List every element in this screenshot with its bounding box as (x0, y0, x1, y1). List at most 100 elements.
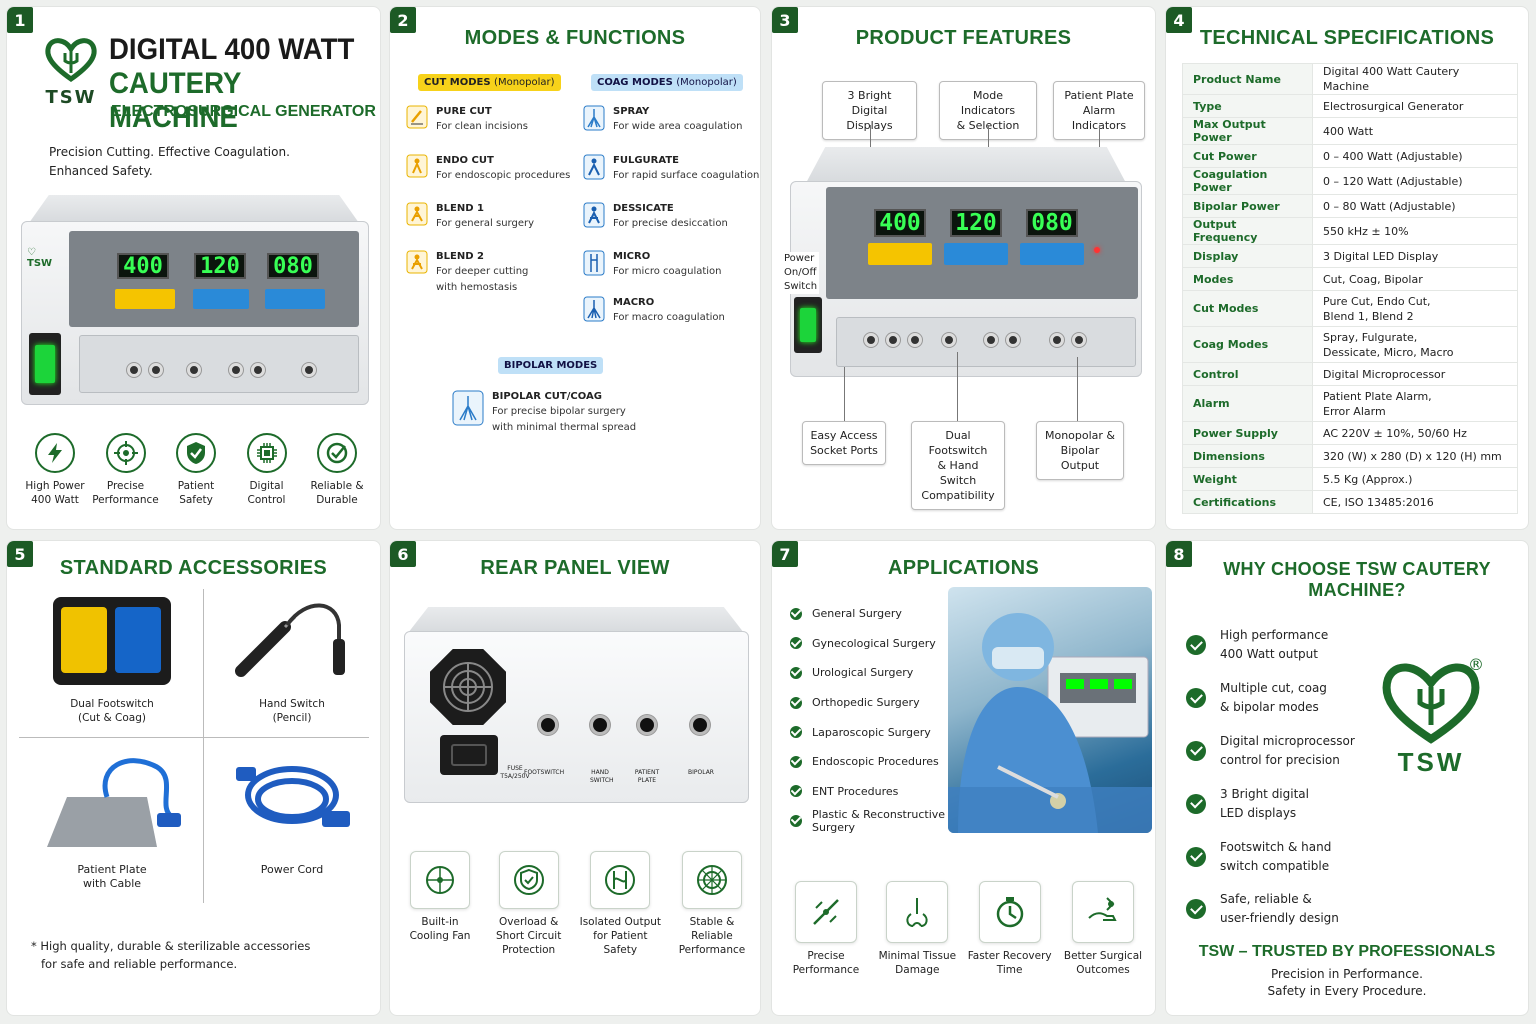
coag-mode-icon (583, 154, 605, 180)
tissue-icon (886, 881, 949, 943)
panel-product-overview: 1 TSW DIGITAL 400 WATT CAUTERY MACHINE E… (6, 6, 381, 530)
check-icon (790, 726, 802, 739)
device-logo-icon: ♡TSW (27, 247, 53, 269)
check-icon (1186, 846, 1206, 867)
power-cord-image (236, 766, 350, 827)
cut-display: 400 (117, 253, 169, 279)
spec-value: 400 Watt (1312, 117, 1518, 145)
logo-brand-text: TSW (1397, 747, 1465, 777)
spec-key: Max Output Power (1182, 117, 1313, 145)
footer-line-2: Safety in Every Procedure. (1267, 984, 1427, 998)
spec-key: Coagulation Power (1182, 167, 1313, 195)
panel-number: 5 (7, 541, 33, 567)
rear-footswitch-label: FOOTSWITCH (524, 769, 565, 776)
coag-mode-icon (583, 296, 605, 322)
spec-key: Control (1182, 362, 1313, 386)
spec-key: Type (1182, 94, 1313, 118)
spec-value: Patient Plate Alarm, Error Alarm (1312, 385, 1518, 422)
title-line-2: CAUTERY MACHINE (109, 67, 241, 134)
check-icon (790, 666, 802, 679)
spec-value: 320 (W) x 280 (D) x 120 (H) mm (1312, 444, 1518, 468)
application-item: Gynecological Surgery (790, 629, 990, 659)
power-switch (794, 297, 822, 353)
panel-number: 2 (390, 7, 416, 33)
panel-title: REAR PANEL VIEW (480, 557, 670, 579)
application-item: Laparoscopic Surgery (790, 717, 990, 747)
check-badge-icon (317, 433, 357, 473)
spec-key: Weight (1182, 467, 1313, 491)
check-icon (1186, 899, 1206, 920)
coag-mode-icon (583, 250, 605, 276)
panel-title: WHY CHOOSE TSW CAUTERY MACHINE? (1223, 559, 1491, 600)
spec-key: Display (1182, 244, 1313, 268)
bipolar-display: 080 (1026, 209, 1078, 237)
stability-icon (681, 851, 742, 909)
bipolar-display: 080 (267, 253, 319, 279)
check-icon (790, 814, 802, 827)
tagline-2: Enhanced Safety. (49, 164, 153, 178)
spec-value: 0 – 120 Watt (Adjustable) (1312, 167, 1518, 195)
panel-accessories: 5 STANDARD ACCESSORIES Dual Footswitch(C… (6, 540, 381, 1016)
cut-mode-icon (406, 105, 428, 129)
panel-title: TECHNICAL SPECIFICATIONS (1199, 27, 1495, 49)
reason-item: Multiple cut, coag& bipolar modes (1186, 672, 1386, 725)
application-item: Plastic & Reconstructive Surgery (790, 806, 990, 836)
check-icon (1186, 635, 1206, 656)
reason-item: Safe, reliable &user-friendly design (1186, 883, 1386, 936)
device-image: 400 120 080 (788, 147, 1143, 382)
lightning-icon (35, 433, 75, 473)
check-icon (790, 755, 802, 768)
isolation-icon (590, 851, 651, 909)
panel-number: 1 (7, 7, 33, 33)
spec-value: Pure Cut, Endo Cut, Blend 1, Blend 2 (1312, 290, 1518, 327)
callout-output-types: Monopolar &Bipolar Output (1036, 421, 1124, 480)
tagline-1: Precision Cutting. Effective Coagulation… (49, 145, 290, 159)
spec-value: Digital 400 Watt Cautery Machine (1312, 63, 1518, 95)
panel-number: 8 (1166, 541, 1192, 567)
protection-icon (498, 851, 559, 909)
feature-reliable: Reliable &Durable (303, 433, 371, 507)
shield-check-icon (176, 433, 216, 473)
hand-switch-image (235, 603, 345, 677)
hand-outcome-icon (1071, 881, 1134, 943)
panel-title: MODES & FUNCTIONS (464, 27, 686, 49)
tsw-logo: TSW (41, 35, 101, 108)
spec-value: 5.5 Kg (Approx.) (1312, 467, 1518, 491)
spec-key: Certifications (1182, 490, 1313, 514)
patient-plate-image (47, 758, 181, 847)
check-icon (1186, 740, 1206, 761)
panel-title: APPLICATIONS (887, 557, 1039, 579)
